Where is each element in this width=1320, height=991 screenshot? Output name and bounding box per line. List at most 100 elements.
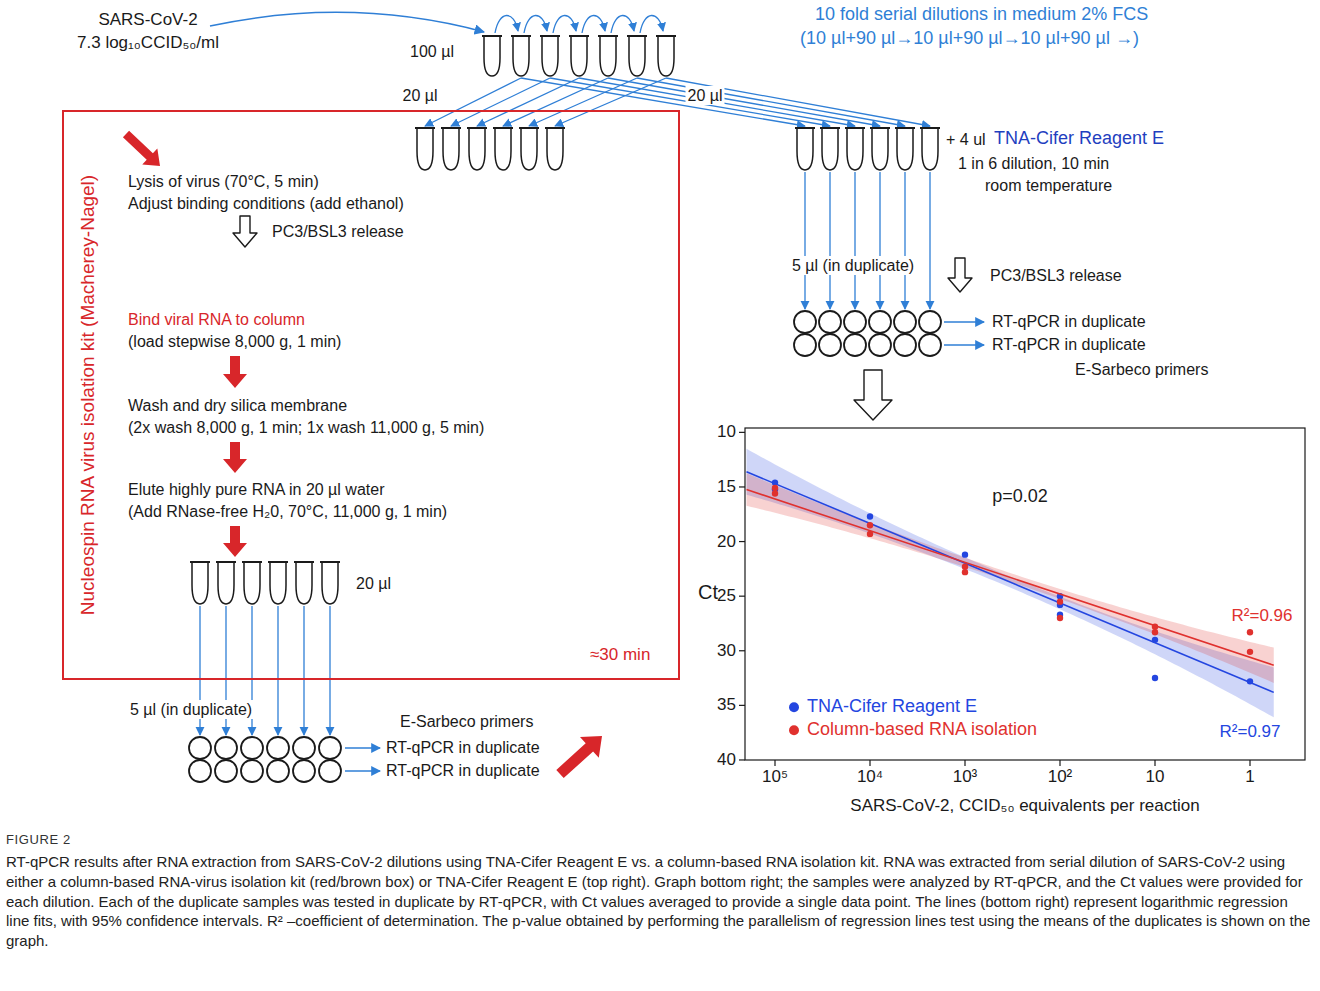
axis-title: SARS-CoV-2, CCID₅₀ equivalents per react… [850, 796, 1199, 816]
assay-label: RT-qPCR in duplicate [992, 335, 1146, 354]
well-icon [894, 334, 916, 356]
data-point [867, 522, 873, 528]
step-text: (2x wash 8,000 g, 1 min; 1x wash 11,000 … [128, 418, 484, 437]
tick-label: 10⁴ [857, 767, 883, 787]
well-icon [293, 737, 315, 759]
data-point [772, 485, 778, 491]
step-arrow [123, 131, 160, 166]
arrow-line [503, 78, 608, 126]
data-point [962, 563, 968, 569]
tube-rim [320, 561, 340, 563]
confidence-band [747, 449, 1274, 718]
tube-rim [268, 561, 288, 563]
tube-icon [547, 128, 563, 170]
data-point [1152, 624, 1158, 630]
tube-rim [569, 35, 589, 37]
arrow-line [553, 15, 576, 33]
tube-rim [511, 35, 531, 37]
dilution-note: (10 µl+90 µl→10 µl+90 µl→10 µl+90 µl →) [800, 28, 1139, 50]
tube-icon [417, 128, 433, 170]
release-arrow [233, 216, 257, 247]
reagent-name: TNA-Cifer Reagent E [994, 128, 1164, 150]
tube-icon [322, 562, 338, 604]
step-note: 1 in 6 dilution, 10 min [958, 154, 1109, 173]
arrow-line [854, 172, 855, 309]
tube-icon [658, 36, 674, 76]
well-icon [794, 334, 816, 356]
axis-tick [739, 486, 745, 487]
tube-icon [513, 36, 529, 76]
tick-label: 10 [717, 422, 736, 442]
arrow-line [277, 606, 278, 735]
tick-label: 25 [717, 586, 736, 606]
tube-rim [545, 127, 565, 129]
data-point [1247, 649, 1253, 655]
tube-rim [540, 35, 560, 37]
tick-label: 40 [717, 750, 736, 770]
tube-rim [216, 561, 236, 563]
tube-icon [600, 36, 616, 76]
well-icon [894, 311, 916, 333]
plot-frame [745, 428, 1305, 760]
tube-rim [493, 127, 513, 129]
data-point [1057, 598, 1063, 604]
axis-tick [739, 759, 745, 760]
regression-line [747, 472, 1274, 693]
volume-label: 100 µl [410, 42, 454, 61]
axis-title: Ct [698, 580, 718, 604]
data-point [867, 531, 873, 537]
tube-icon [872, 128, 888, 170]
volume-label: 5 µl (in duplicate) [790, 256, 916, 275]
arrow-line [451, 78, 550, 126]
data-point [1057, 615, 1063, 621]
r-squared: R²=0.96 [1230, 606, 1295, 626]
step-text: (Add RNase-free H₂0, 70°C, 11,000 g, 1 m… [128, 502, 447, 521]
tick-label: 10 [1146, 767, 1165, 787]
p-value: p=0.02 [992, 486, 1048, 508]
tube-icon [218, 562, 234, 604]
regression-line [747, 489, 1274, 665]
axis-tick [869, 760, 870, 766]
data-point [772, 490, 778, 496]
well-icon [844, 311, 866, 333]
axis-tick [774, 760, 775, 766]
arrow-line [495, 15, 518, 33]
data-point [962, 569, 968, 575]
arrow-line [944, 321, 984, 322]
well-icon [819, 334, 841, 356]
well-icon [189, 760, 211, 782]
data-point [867, 513, 873, 519]
assay-label: RT-qPCR in duplicate [992, 312, 1146, 331]
arrow-line [929, 172, 930, 309]
tube-icon [797, 128, 813, 170]
arrow-line [640, 15, 663, 33]
tube-rim [895, 127, 915, 129]
tube-icon [443, 128, 459, 170]
titer-label: 7.3 log₁₀CCID₅₀/ml [77, 33, 219, 53]
tube-icon [521, 128, 537, 170]
arrow-line [829, 172, 830, 309]
volume-label: 20 µl [685, 86, 724, 105]
well-icon [869, 334, 891, 356]
step-heading: Bind viral RNA to column [128, 310, 305, 329]
assay-label: RT-qPCR in duplicate [386, 761, 540, 780]
tube-rim [656, 35, 676, 37]
tick-label: 1 [1245, 767, 1254, 787]
figure-number: FIGURE 2 [6, 832, 71, 848]
tube-icon [822, 128, 838, 170]
tick-label: 10² [1048, 767, 1073, 787]
data-point [1152, 637, 1158, 643]
tick-label: 35 [717, 695, 736, 715]
well-icon [319, 737, 341, 759]
legend-text: Column-based RNA isolation [807, 719, 1037, 741]
well-icon [189, 737, 211, 759]
volume-label: 20 µl [356, 574, 391, 593]
release-label: PC3/BSL3 release [990, 266, 1122, 285]
release-label: PC3/BSL3 release [272, 222, 404, 241]
step-arrow [223, 526, 247, 557]
axis-tick [739, 541, 745, 542]
tube-icon [922, 128, 938, 170]
tube-rim [920, 127, 940, 129]
tube-icon [469, 128, 485, 170]
arrow-line [524, 15, 547, 33]
